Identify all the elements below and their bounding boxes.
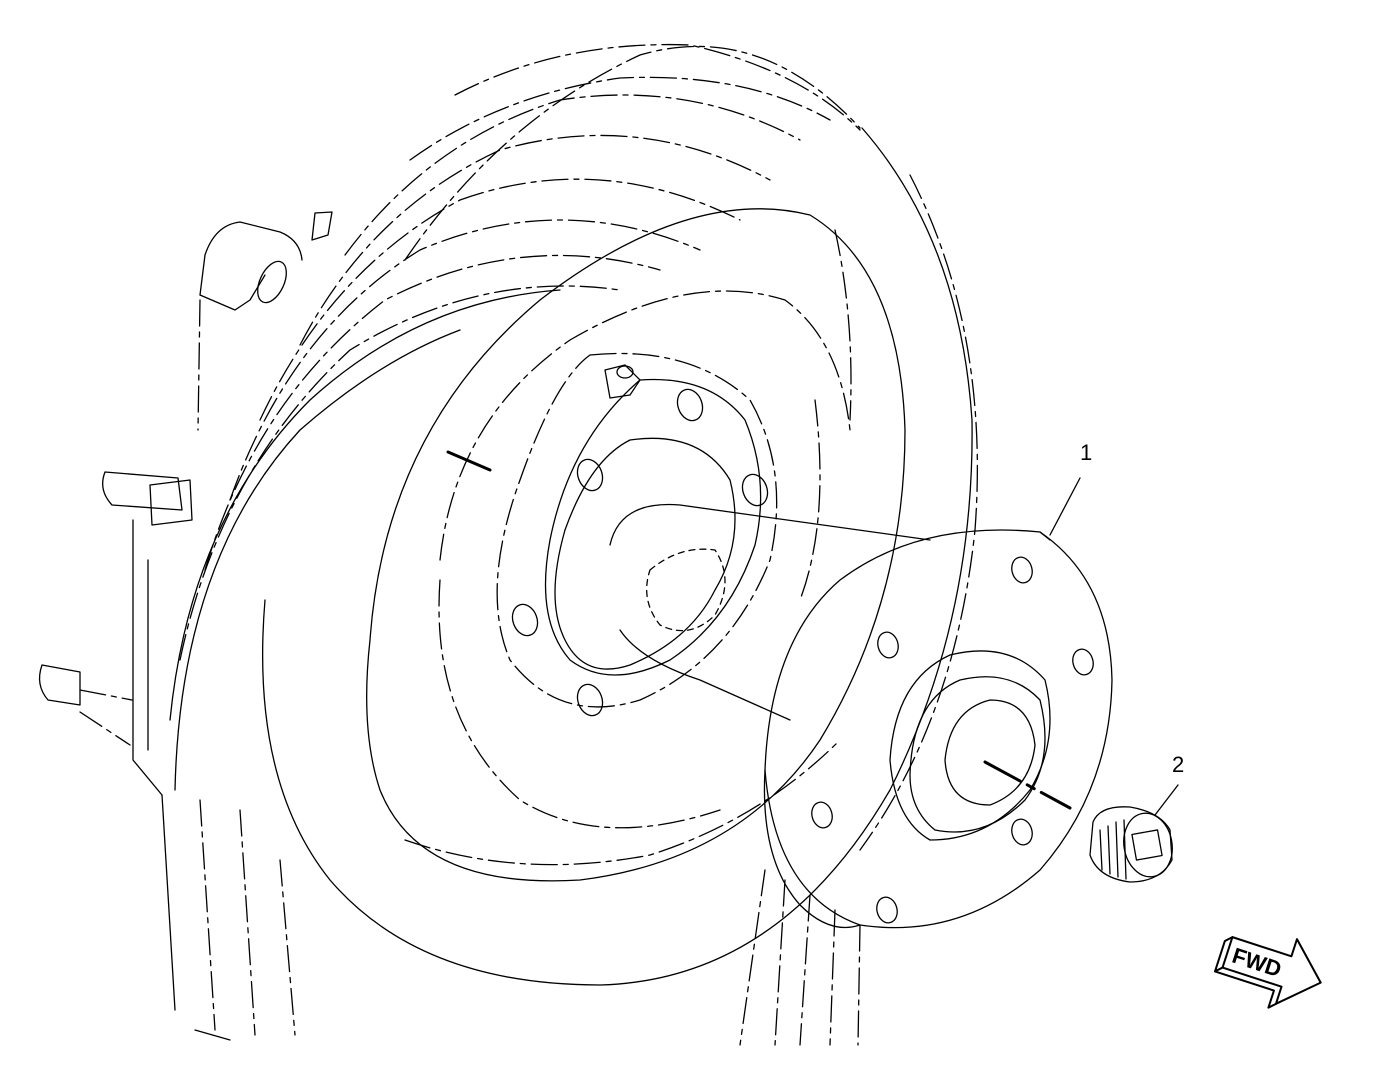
callout-1-label: 1 <box>1080 440 1092 465</box>
support-frame-left <box>132 211 333 1041</box>
fwd-direction-arrow-icon: FWD <box>1213 936 1322 1009</box>
callout-2-label: 2 <box>1172 752 1184 777</box>
part-1-flange-hub <box>763 529 1113 929</box>
part-2-pipe-plug <box>1089 806 1173 883</box>
assembly-centerline <box>983 760 1072 810</box>
mounting-stud-upper <box>102 471 193 526</box>
brake-disc-phantom <box>169 43 979 986</box>
fwd-label: FWD <box>1229 943 1284 982</box>
callout-1: 1 <box>1049 440 1092 536</box>
callout-2: 2 <box>1154 752 1184 816</box>
support-frame-right <box>199 799 861 1046</box>
axle-shaft <box>609 503 931 721</box>
mounting-stud-lower <box>38 664 133 746</box>
hub-assembly <box>496 352 778 717</box>
